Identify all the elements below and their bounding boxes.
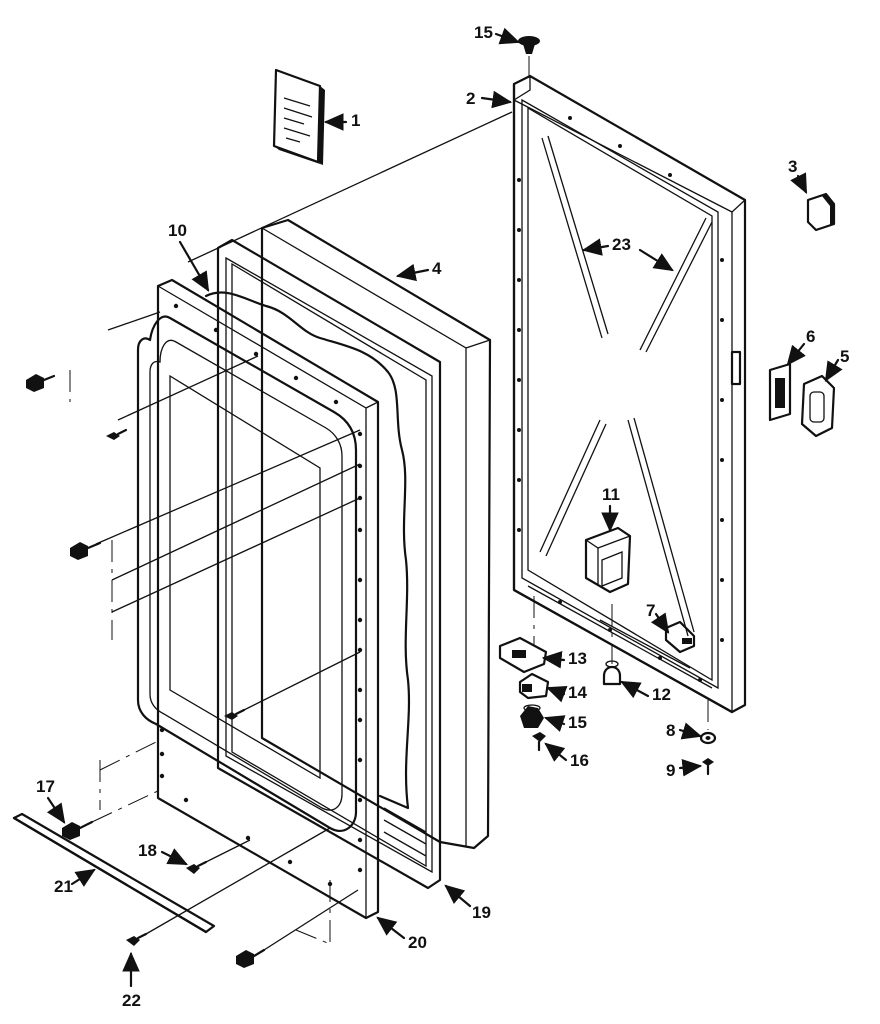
- top-hinge-pin-part: [518, 36, 540, 54]
- svg-text:3: 3: [788, 157, 797, 176]
- svg-text:13: 13: [568, 649, 587, 668]
- svg-text:4: 4: [432, 259, 442, 278]
- callout-23: 23: [581, 235, 674, 272]
- callout-5: 5: [824, 347, 849, 382]
- inner-door-frame-part: [136, 278, 380, 920]
- callout-17: 17: [36, 777, 66, 824]
- handle-part-5: [800, 374, 836, 438]
- svg-text:21: 21: [54, 877, 73, 896]
- callout-7: 7: [646, 601, 670, 634]
- svg-text:17: 17: [36, 777, 55, 796]
- svg-text:12: 12: [652, 685, 671, 704]
- svg-text:5: 5: [840, 347, 849, 366]
- svg-text:18: 18: [138, 841, 157, 860]
- rod-part-21: [12, 812, 216, 934]
- door-gasket-part: [216, 238, 442, 890]
- callout-8: 8: [666, 721, 703, 740]
- instruction-card-part: [272, 68, 325, 165]
- callout-14: 14: [545, 683, 587, 703]
- callout-16: 16: [544, 742, 589, 770]
- outer-door-panel-part: [260, 218, 492, 850]
- callout-3: 3: [788, 157, 808, 194]
- callout-13: 13: [541, 649, 587, 669]
- callout-1: 1: [323, 111, 360, 131]
- handle-trim-part-6: [768, 362, 792, 422]
- svg-text:11: 11: [602, 485, 620, 504]
- alignment-lines: [69, 56, 709, 951]
- door-liner-panel-part: [512, 74, 747, 714]
- screw-part-9: [702, 758, 714, 776]
- svg-text:20: 20: [408, 933, 427, 952]
- hinge-pin-part-15: [520, 704, 544, 728]
- svg-text:14: 14: [568, 683, 587, 702]
- screw-mid-left: [70, 541, 102, 560]
- callout-9: 9: [666, 758, 703, 780]
- hinge-bracket-part-13: [498, 636, 548, 674]
- callout-18: 18: [138, 841, 188, 866]
- svg-text:10: 10: [168, 221, 187, 240]
- svg-text:15: 15: [568, 713, 587, 732]
- callout-15-bottom: 15: [543, 713, 587, 732]
- svg-text:2: 2: [466, 89, 475, 108]
- callout-19: 19: [444, 884, 491, 922]
- screw-part-16: [532, 732, 546, 752]
- callout-15-top: 15: [474, 23, 521, 45]
- screw-bottom-left: [236, 948, 266, 968]
- callout-6: 6: [786, 327, 815, 366]
- callout-12: 12: [620, 680, 671, 704]
- svg-text:19: 19: [472, 903, 491, 922]
- insulation-part-10: [204, 291, 411, 810]
- hinge-part-14: [518, 672, 550, 700]
- svg-text:15: 15: [474, 23, 493, 42]
- callout-4: 4: [395, 259, 442, 282]
- washer-part-8: [699, 731, 717, 745]
- callout-20: 20: [376, 916, 427, 952]
- svg-text:8: 8: [666, 721, 675, 740]
- screw-part-17: [62, 820, 94, 840]
- callout-21: 21: [54, 868, 96, 896]
- svg-text:7: 7: [646, 601, 655, 620]
- svg-text:9: 9: [666, 761, 675, 780]
- callout-11: 11: [601, 485, 620, 533]
- svg-text:16: 16: [570, 751, 589, 770]
- callout-10: 10: [168, 221, 210, 292]
- svg-text:23: 23: [612, 235, 631, 254]
- screw-part-22: [126, 932, 148, 946]
- svg-text:1: 1: [351, 111, 360, 130]
- svg-text:6: 6: [806, 327, 815, 346]
- cap-part-3: [806, 192, 836, 232]
- clip-part-7: [664, 620, 696, 654]
- svg-text:22: 22: [122, 991, 141, 1010]
- small-screw-a: [106, 428, 128, 440]
- callout-22: 22: [122, 951, 141, 1010]
- bracket-part-11: [584, 526, 632, 594]
- bumper-part-12: [602, 660, 622, 686]
- screw-part-18: [186, 860, 208, 874]
- screw-upper-left: [26, 374, 56, 392]
- callout-2: 2: [466, 89, 513, 109]
